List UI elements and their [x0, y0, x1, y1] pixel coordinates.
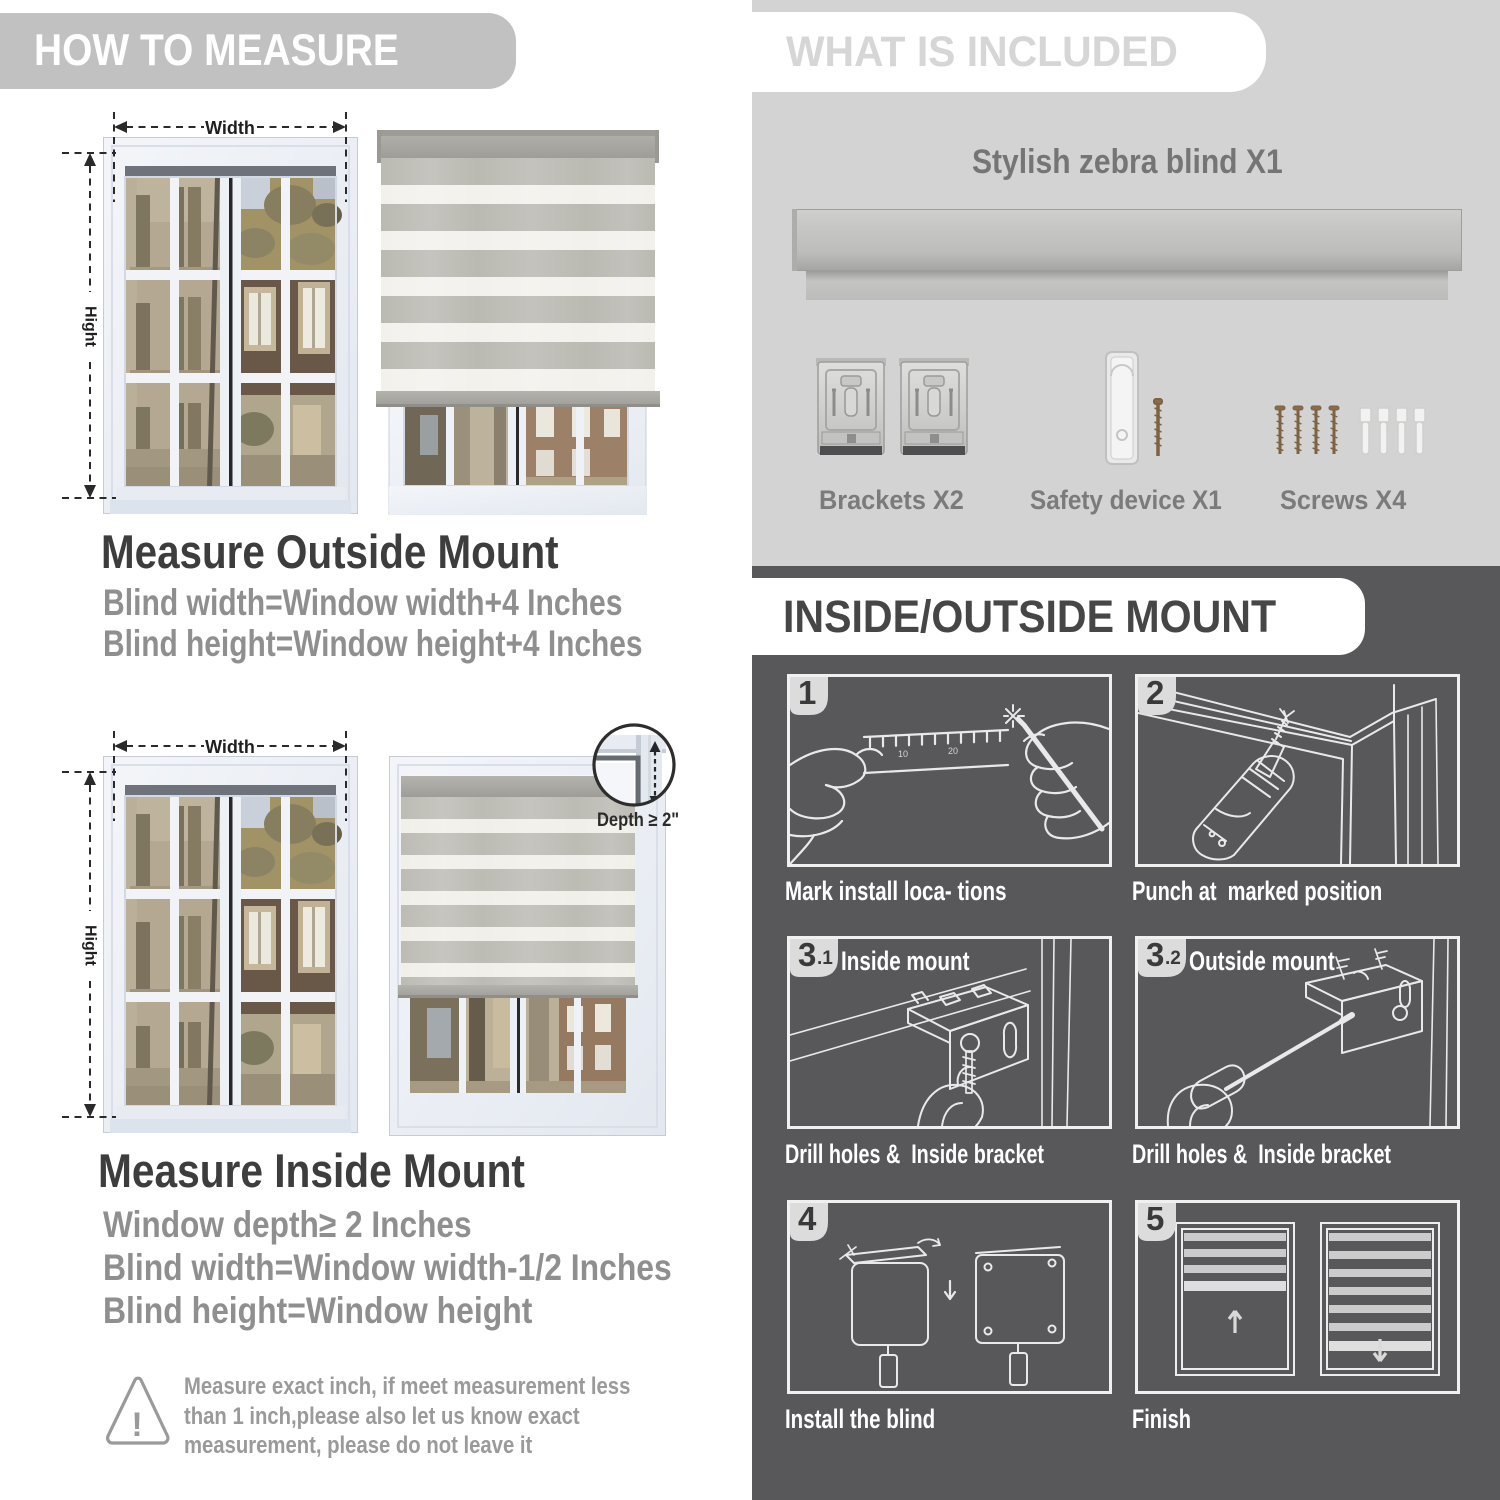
svg-text:Width: Width: [205, 118, 255, 138]
svg-text:Hight: Hight: [82, 925, 99, 967]
svg-text:10: 10: [898, 749, 908, 759]
svg-text:!: !: [131, 1406, 142, 1444]
svg-text:Hight: Hight: [82, 306, 99, 348]
svg-text:20: 20: [948, 746, 958, 756]
svg-text:Width: Width: [205, 737, 255, 757]
